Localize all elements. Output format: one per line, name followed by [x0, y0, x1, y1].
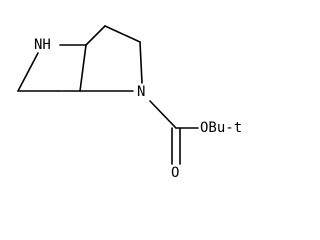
bond-lines — [17, 25, 199, 165]
label-n: N — [137, 84, 145, 100]
bond-n-carbonyl — [149, 100, 177, 129]
chemical-structure: NH N O OBu-t — [17, 25, 242, 181]
label-nh: NH — [34, 37, 51, 53]
bond-c6a-c6 — [85, 25, 106, 46]
bond-c6-c5 — [104, 25, 141, 43]
label-obut: OBu-t — [200, 120, 242, 136]
bond-c5-n — [139, 41, 143, 84]
label-oxygen-double: O — [171, 165, 179, 181]
bond-nh-c2 — [17, 52, 39, 92]
bond-c6a-c3a — [79, 44, 87, 92]
atom-labels: NH N O OBu-t — [34, 37, 242, 181]
